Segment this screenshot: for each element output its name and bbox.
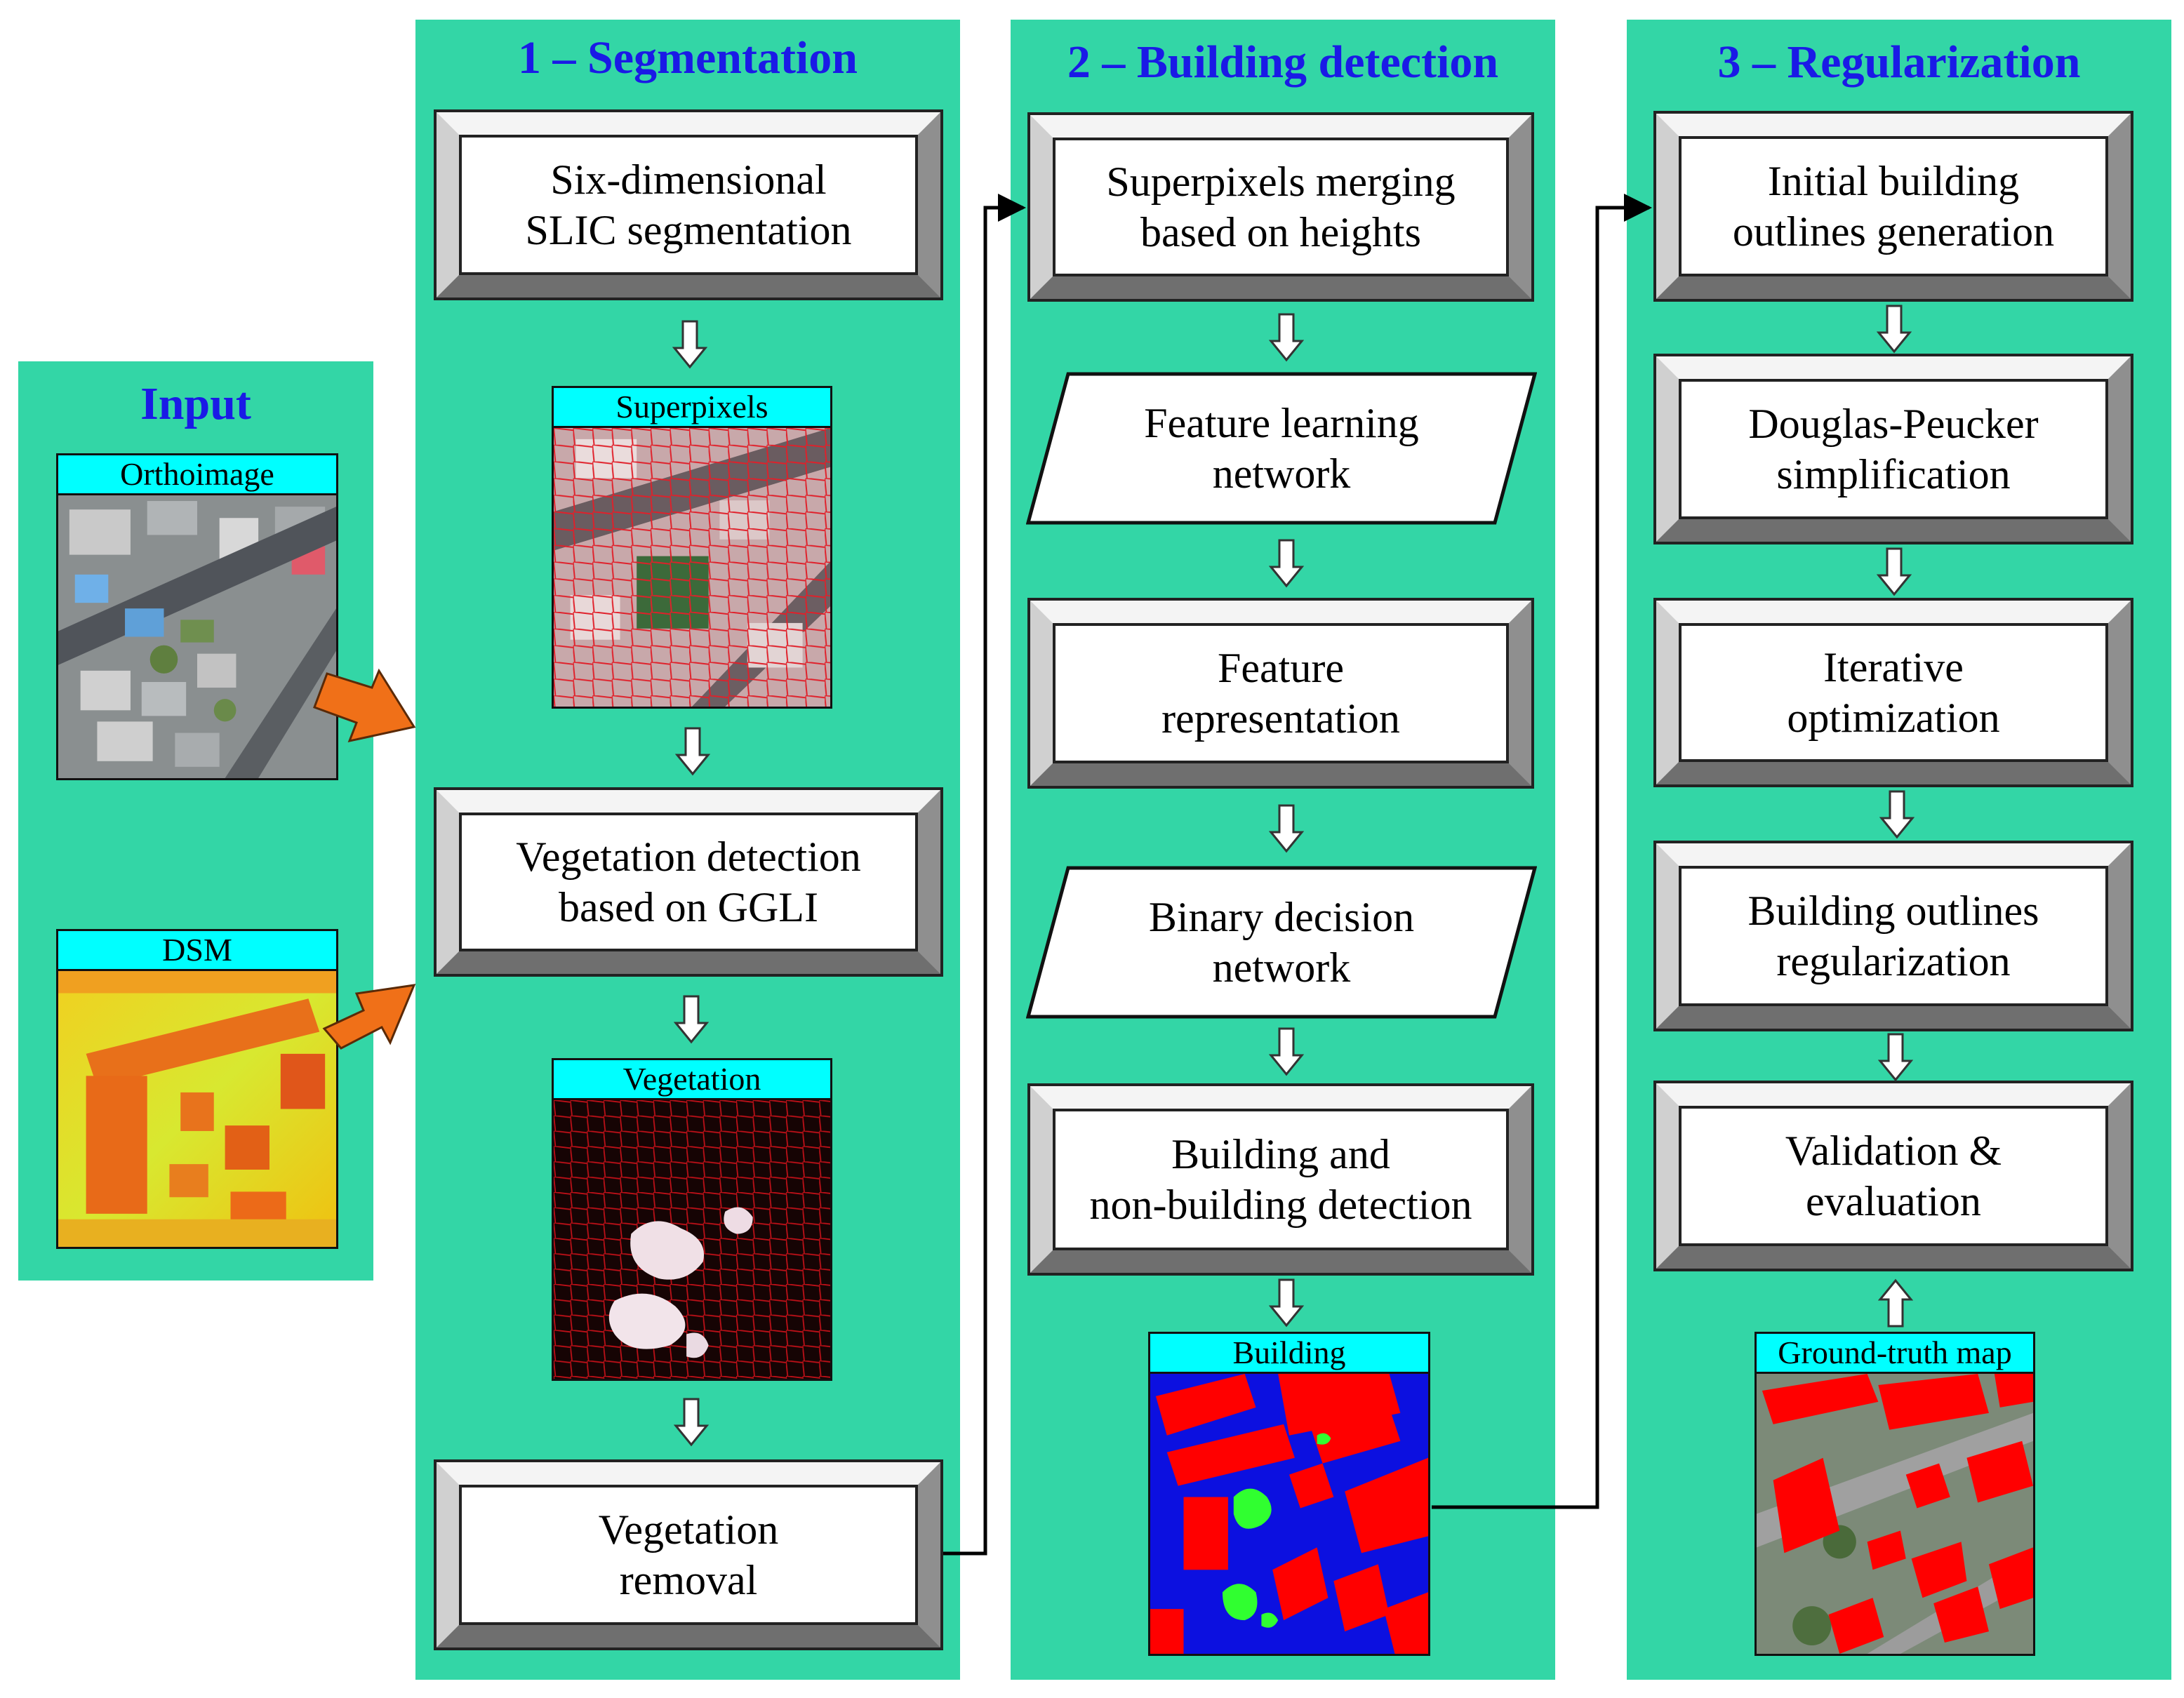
building-picture — [1150, 1374, 1428, 1654]
step-regularize-label: Building outlines regularization — [1747, 888, 2039, 984]
superpixels-box: Superpixels — [552, 386, 832, 709]
dsm-box: DSM — [56, 929, 338, 1249]
dsm-caption: DSM — [58, 931, 336, 971]
step-douglas-peucker: Douglas-Peucker simplification — [1653, 354, 2133, 544]
down-arrow-icon — [1878, 1033, 1913, 1082]
down-arrow-icon — [674, 1398, 709, 1447]
down-arrow-icon — [1879, 790, 1915, 839]
step-feature-learning-network: Feature learning network — [1026, 372, 1537, 525]
step-iterative-label: Iterative optimization — [1787, 644, 2000, 741]
step-superpixels-merging: Superpixels merging based on heights — [1027, 112, 1534, 302]
ground-truth-picture — [1757, 1374, 2033, 1654]
step-veg-removal-label: Vegetation removal — [598, 1506, 779, 1603]
step-binary-decision-network: Binary decision network — [1026, 866, 1537, 1019]
down-arrow-icon — [1269, 804, 1304, 853]
step-vegetation-detection: Vegetation detection based on GGLI — [434, 787, 943, 977]
step-feature-representation: Feature representation — [1027, 598, 1534, 789]
up-arrow-icon — [1878, 1278, 1913, 1328]
step-validation-label: Validation & evaluation — [1785, 1128, 2002, 1224]
step-iterative-optimization: Iterative optimization — [1653, 598, 2133, 787]
step-slic-segmentation: Six-dimensional SLIC segmentation — [434, 109, 943, 300]
dsm-picture — [58, 971, 336, 1247]
down-arrow-icon — [1269, 313, 1304, 362]
step-initial-outlines: Initial building outlines generation — [1653, 111, 2133, 302]
step-initial-outlines-label: Initial building outlines generation — [1732, 158, 2055, 255]
step-douglas-label: Douglas-Peucker simplification — [1748, 401, 2039, 497]
regularization-title: 3 – Regularization — [1717, 36, 2081, 88]
step-outlines-regularization: Building outlines regularization — [1653, 841, 2133, 1031]
superpixels-picture — [554, 428, 830, 707]
input-title: Input — [140, 378, 251, 429]
step-bld-detection-label: Building and non-building detection — [1089, 1131, 1472, 1228]
down-arrow-icon — [675, 727, 710, 776]
down-arrow-icon — [1269, 539, 1304, 588]
down-arrow-icon — [672, 320, 707, 369]
step-feature-learning-label: Feature learning network — [1144, 400, 1419, 497]
step-veg-detect-label: Vegetation detection based on GGLI — [516, 834, 861, 930]
step-validation-evaluation: Validation & evaluation — [1653, 1081, 2133, 1271]
vegetation-box: Vegetation — [552, 1058, 832, 1381]
superpixels-caption: Superpixels — [554, 388, 830, 428]
building-detection-title: 2 – Building detection — [1067, 36, 1499, 88]
down-arrow-icon — [1269, 1278, 1304, 1328]
orthoimage-picture — [58, 495, 336, 778]
building-caption: Building — [1150, 1334, 1428, 1374]
ground-truth-box: Ground-truth map — [1754, 1332, 2035, 1656]
building-box: Building — [1148, 1332, 1430, 1656]
step-building-detection: Building and non-building detection — [1027, 1083, 1534, 1276]
orthoimage-caption: Orthoimage — [58, 455, 336, 495]
step-merging-label: Superpixels merging based on heights — [1106, 159, 1456, 255]
down-arrow-icon — [1269, 1027, 1304, 1076]
vegetation-picture — [554, 1100, 830, 1379]
step-feature-repr-label: Feature representation — [1161, 645, 1400, 742]
down-arrow-icon — [1877, 305, 1912, 354]
down-arrow-icon — [1877, 547, 1912, 596]
step-binary-decision-label: Binary decision network — [1148, 894, 1415, 991]
down-arrow-icon — [674, 995, 709, 1044]
ground-truth-caption: Ground-truth map — [1757, 1334, 2033, 1374]
segmentation-title: 1 – Segmentation — [518, 32, 858, 83]
step-vegetation-removal: Vegetation removal — [434, 1459, 943, 1650]
step-slic-label: Six-dimensional SLIC segmentation — [525, 156, 852, 253]
orthoimage-box: Orthoimage — [56, 453, 338, 780]
vegetation-caption: Vegetation — [554, 1060, 830, 1100]
